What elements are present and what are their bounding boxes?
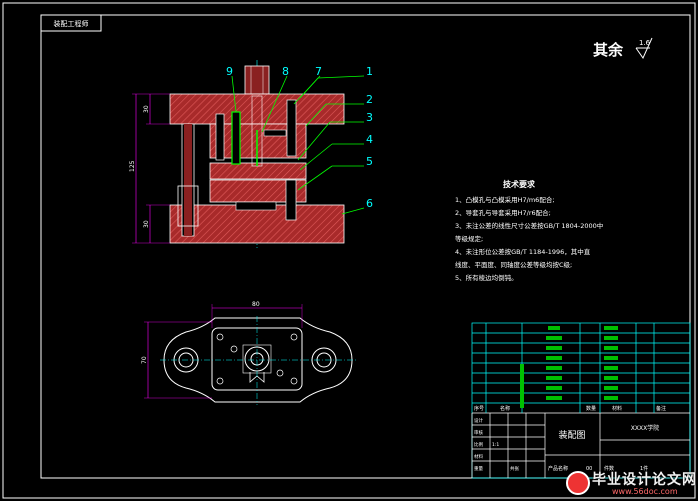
weight-label: 重量 [474,465,483,472]
col-header: 名称 [500,405,510,412]
count-label: 件数 [604,465,614,472]
top-view: 80 70 [141,301,356,405]
watermark: 毕业设计论文网 www.56doc.com [554,469,697,499]
title-block-headers: 序号 名称 数量 材料 备注 [474,405,666,412]
screw-lower [285,179,297,221]
upper-die-plate [169,93,345,125]
dim-top-height: 70 [141,356,148,364]
tech-req-line: 2、导套孔与导套采用H7/r6配合; [455,208,551,217]
dim-total-height: 125 [129,160,136,172]
die-plate-outline [211,327,303,391]
site-logo-icon [566,471,590,495]
part-number-1: 1 [366,65,373,78]
part-number-4: 4 [366,133,373,146]
surface-finish-value: 1.6 [639,39,651,47]
count-value: 1件 [640,465,648,472]
scale-value: 1:1 [492,442,499,448]
roughness-symbol-icon [635,37,653,60]
watermark-title: 毕业设计论文网 [592,472,697,488]
dim-lower-base: 30 [143,220,150,228]
tech-requirements: 技术要求 1、凸模孔与凸模采用H7/m6配合; 2、导套孔与导套采用H7/r6配… [455,179,603,282]
stripper-plate [209,162,307,180]
product-value: 00 [586,466,592,472]
drawing-frame [40,14,691,479]
scale-label: 比例 [474,441,483,448]
part-number-8: 8 [282,65,289,78]
designer-label: 设计 [474,417,483,424]
col-header: 序号 [474,405,484,412]
col-header: 材料 [612,405,622,412]
part-number-2: 2 [366,93,373,106]
part-number-7: 7 [315,65,322,78]
corner-tag: 装配工程师 [40,14,102,32]
screw-right [286,99,297,157]
col-header: 数量 [586,405,596,412]
tech-req-line: 等级规定; [455,234,483,243]
part-number-3: 3 [366,111,373,124]
tech-req-line: 5、所有棱边均倒钝。 [455,273,518,282]
part-number-5: 5 [366,155,373,168]
surface-finish-text: 其余 [593,41,624,59]
material-label: 材料 [474,453,483,460]
dim-top-plate: 30 [143,105,150,113]
tech-req-line: 3、未注公差的线性尺寸公差按GB/T 1804-2000中 [455,221,603,230]
drawing-name: 装配图 [558,429,585,441]
title-block [471,322,691,479]
tech-req-line: 4、未注形位公差按GB/T 1184-1996，其中直 [455,247,591,256]
watermark-url: www.56doc.com [612,487,678,496]
dim-top-width: 80 [252,301,260,308]
punch [231,111,241,165]
col-header: 备注 [656,405,666,412]
screw-left [215,113,225,161]
checker-label: 审核 [474,429,483,436]
parts-list-cells [520,326,618,408]
corner-tag-text: 装配工程师 [54,19,89,28]
part-number-9: 9 [226,65,233,78]
tech-requirements-title: 技术要求 [503,179,536,189]
product-label: 产品名称 [548,465,568,472]
sheet-label: 共张 [510,465,519,472]
lower-die-base [169,204,345,244]
front-section-view: 9 8 7 1 2 3 4 5 6 30 125 30 [129,60,373,248]
die-base-outline [163,317,353,403]
part-number-6: 6 [366,197,373,210]
school-name: XXXX学院 [631,424,659,432]
tech-req-line: 线度、平面度、同轴度公差等级均按C级; [455,260,572,269]
tech-req-line: 1、凸模孔与凸模采用H7/m6配合; [455,195,555,204]
surface-finish-note: 其余 1.6 [593,37,653,60]
punch-shank [244,65,270,95]
